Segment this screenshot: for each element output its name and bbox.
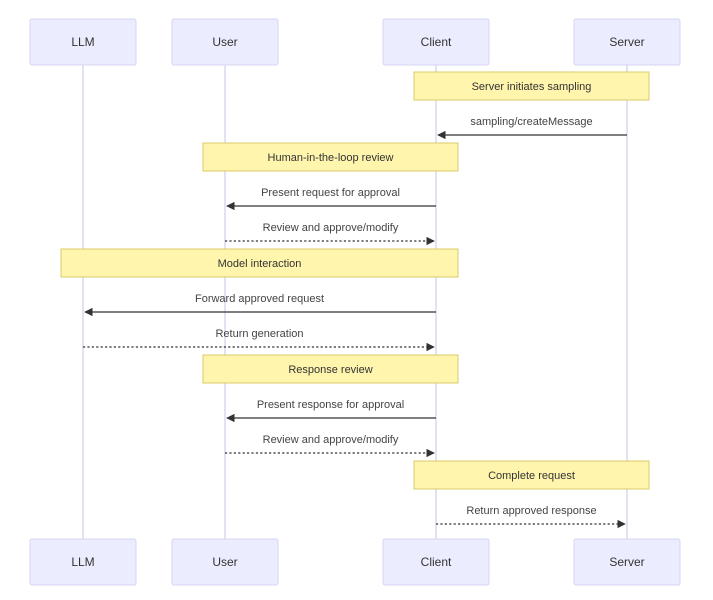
message-label: Return generation	[215, 328, 303, 340]
participant-label: User	[212, 555, 237, 569]
participant-box	[171, 18, 279, 66]
message: sampling/createMessage	[437, 116, 627, 140]
message: Return approved response	[436, 505, 626, 529]
message: Present request for approval	[226, 187, 436, 211]
note-text: Complete request	[488, 470, 575, 482]
participant-box	[382, 538, 490, 586]
note: Response review	[202, 354, 459, 384]
note: Server initiates sampling	[413, 71, 650, 101]
participants-bottom: LLM User Client Server	[29, 538, 681, 586]
message-label: Forward approved request	[195, 293, 324, 305]
participant-label: LLM	[71, 35, 94, 49]
note-text: Model interaction	[218, 258, 302, 270]
note-box	[60, 248, 459, 278]
note-box	[202, 142, 459, 172]
message-label: Present response for approval	[257, 399, 404, 411]
note-text: Server initiates sampling	[472, 81, 592, 93]
message: Return generation	[83, 328, 435, 352]
participant-box	[573, 538, 681, 586]
participant-box	[382, 18, 490, 66]
note-box	[202, 354, 459, 384]
message-label: Review and approve/modify	[263, 222, 399, 234]
message: Review and approve/modify	[225, 434, 435, 458]
note-text: Human-in-the-loop review	[268, 152, 394, 164]
participant-server-top: Server	[573, 18, 681, 66]
participant-label: User	[212, 35, 237, 49]
participant-label: Client	[421, 35, 452, 49]
participant-client-bottom: Client	[382, 538, 490, 586]
note: Human-in-the-loop review	[202, 142, 459, 172]
note-text: Response review	[288, 364, 372, 376]
note: Complete request	[413, 460, 650, 490]
participant-llm-top: LLM	[29, 18, 137, 66]
note-box	[413, 71, 650, 101]
participant-label: Client	[421, 555, 452, 569]
message-label: Present request for approval	[261, 187, 400, 199]
participant-label: LLM	[71, 555, 94, 569]
message-label: sampling/createMessage	[470, 116, 592, 128]
participant-llm-bottom: LLM	[29, 538, 137, 586]
message-label: Review and approve/modify	[263, 434, 399, 446]
participant-client-top: Client	[382, 18, 490, 66]
message-label: Return approved response	[466, 505, 596, 517]
participant-label: Server	[609, 35, 644, 49]
diagram-steps: Server initiates sampling sampling/create…	[60, 71, 650, 529]
participant-label: Server	[609, 555, 644, 569]
participant-box	[171, 538, 279, 586]
participant-box	[29, 538, 137, 586]
message: Present response for approval	[226, 399, 436, 423]
participant-server-bottom: Server	[573, 538, 681, 586]
participant-user-top: User	[171, 18, 279, 66]
note-box	[413, 460, 650, 490]
participant-box	[573, 18, 681, 66]
participant-box	[29, 18, 137, 66]
participant-user-bottom: User	[171, 538, 279, 586]
message: Forward approved request	[84, 293, 436, 317]
message: Review and approve/modify	[225, 222, 435, 246]
note: Model interaction	[60, 248, 459, 278]
participants-top: LLM User Client Server	[29, 18, 681, 66]
